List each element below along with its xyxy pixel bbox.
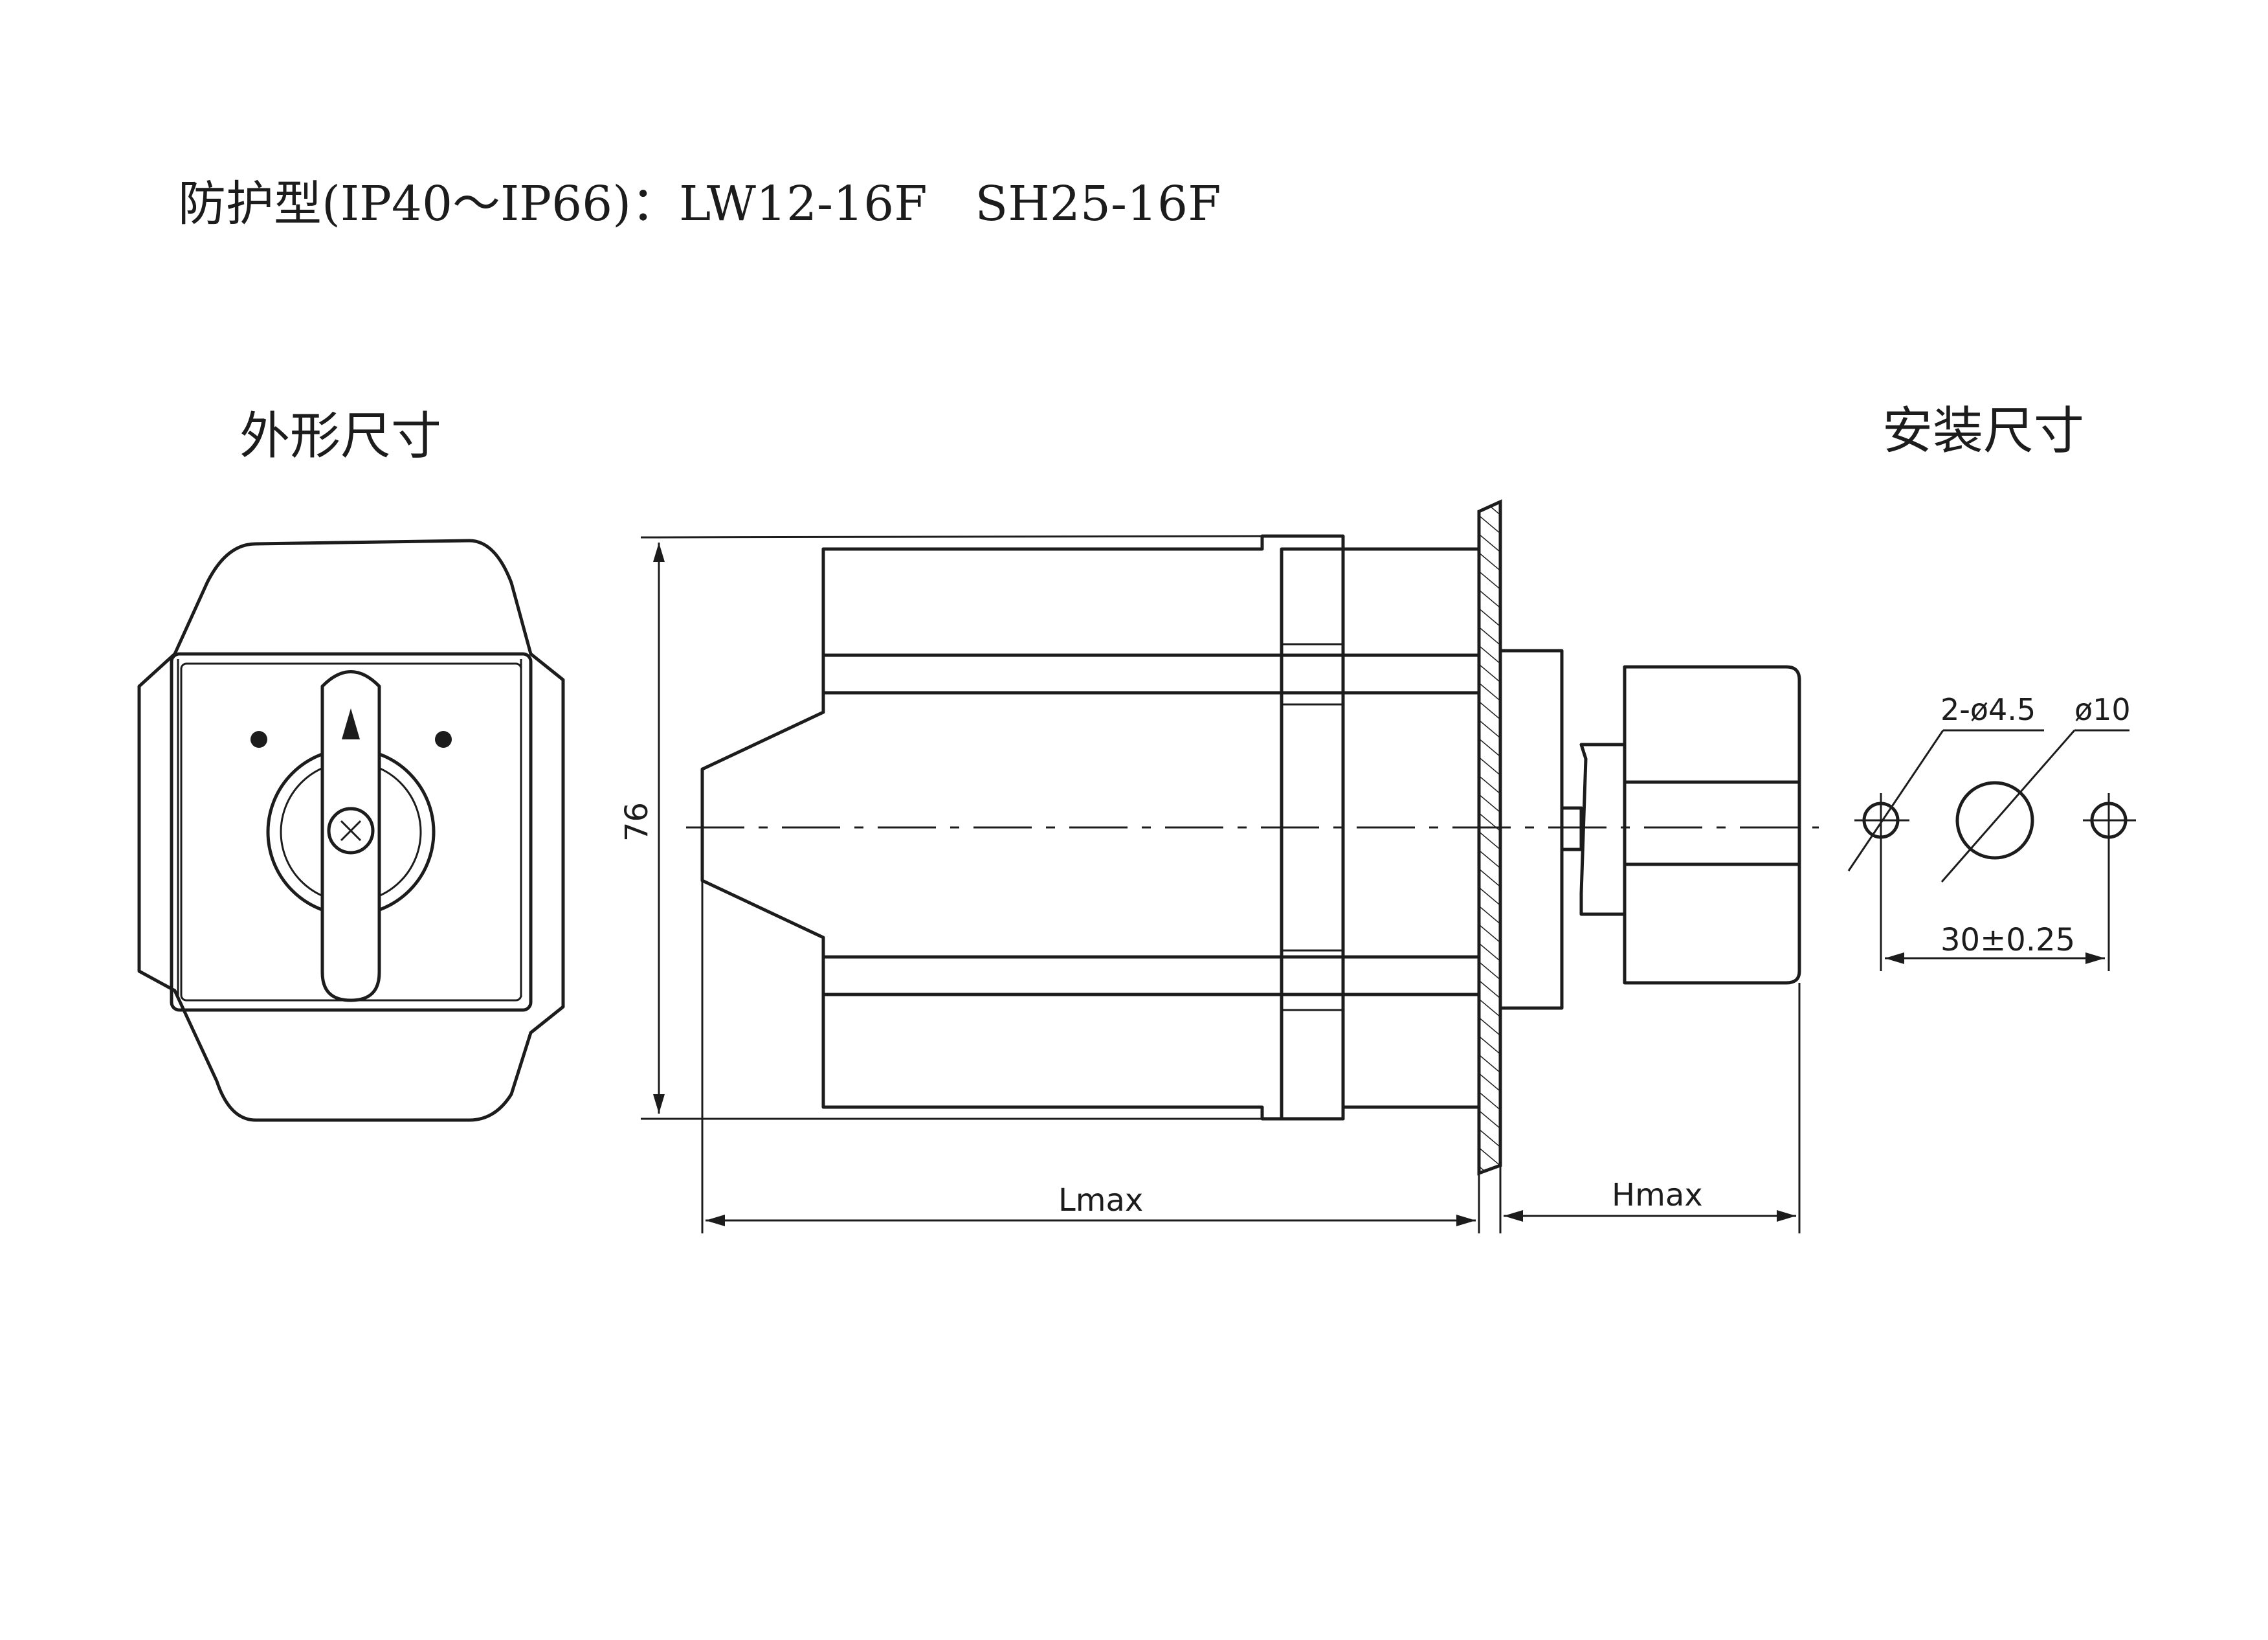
outline-dimensions-label: 外形尺寸 xyxy=(239,407,441,466)
side-view: 76 Lmax Hmax xyxy=(619,499,1819,1233)
position-dot-right xyxy=(435,731,452,748)
small-holes-callout: 2-ø4.5 xyxy=(1940,692,2036,727)
center-hole xyxy=(1955,781,2034,860)
hole-spacing-dimension: 30±0.25 xyxy=(1940,922,2075,958)
center-hole-callout: ø10 xyxy=(2074,692,2131,727)
knob xyxy=(1623,665,1801,985)
handle-depth-dimension: Hmax xyxy=(1612,1177,1703,1213)
handle-arrow-icon xyxy=(342,708,360,739)
height-dimension: 76 xyxy=(619,802,655,842)
mounting-panel xyxy=(1477,499,1502,1176)
length-dimension: Lmax xyxy=(1058,1182,1143,1219)
knob-base xyxy=(1579,743,1627,916)
rotary-handle xyxy=(320,670,381,1002)
screw-icon xyxy=(327,807,375,855)
position-dot-left xyxy=(250,731,267,748)
mounting-view: 2-ø4.5 ø10 30±0.25 xyxy=(1847,692,2136,971)
front-view xyxy=(137,539,565,1122)
mounting-dimensions-label: 安装尺寸 xyxy=(1882,402,2084,460)
drawing-title: 防护型(IP40～IP66)：LW12-16F SH25-16F xyxy=(178,176,1221,232)
